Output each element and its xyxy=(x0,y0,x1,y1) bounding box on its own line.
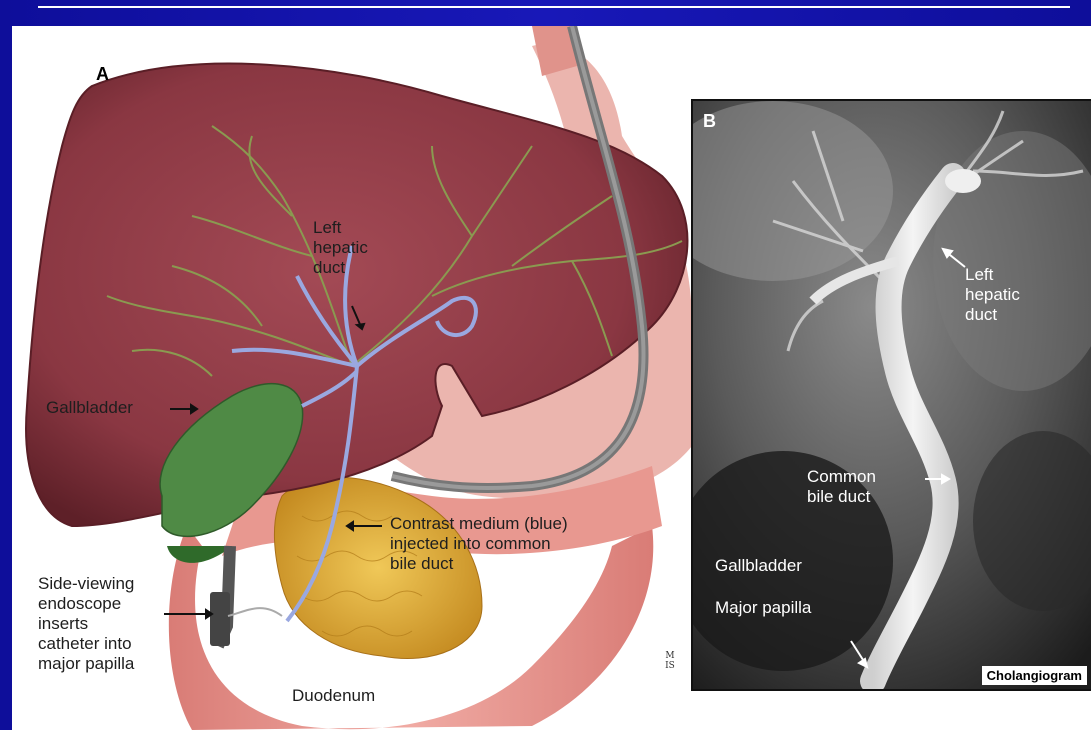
label-major-papilla: Major papilla xyxy=(715,598,811,618)
illustrator-signature: M IS xyxy=(662,651,678,671)
figure-panel: A Left hepatic duct Gallbladder Contrast… xyxy=(12,26,1091,730)
label-common-bile-duct: Common bile duct xyxy=(807,467,876,507)
cholangiogram-badge: Cholangiogram xyxy=(982,666,1087,685)
label-contrast-medium: Contrast medium (blue) injected into com… xyxy=(390,514,568,574)
top-rule xyxy=(38,6,1070,8)
label-duodenum: Duodenum xyxy=(292,686,375,706)
catheter xyxy=(228,608,282,616)
label-endoscope: Side-viewing endoscope inserts catheter … xyxy=(38,574,134,674)
label-left-hepatic-duct-a: Left hepatic duct xyxy=(313,218,368,278)
label-gallbladder-a: Gallbladder xyxy=(46,398,133,418)
endoscope-tip xyxy=(210,592,230,646)
panel-a-letter: A xyxy=(96,64,109,85)
label-gallbladder-b: Gallbladder xyxy=(715,556,802,576)
cholangiogram-image: B Left hepatic duct Common bile duct Gal… xyxy=(691,99,1091,691)
label-left-hepatic-duct-b: Left hepatic duct xyxy=(965,265,1020,325)
panel-b-letter: B xyxy=(703,111,716,132)
